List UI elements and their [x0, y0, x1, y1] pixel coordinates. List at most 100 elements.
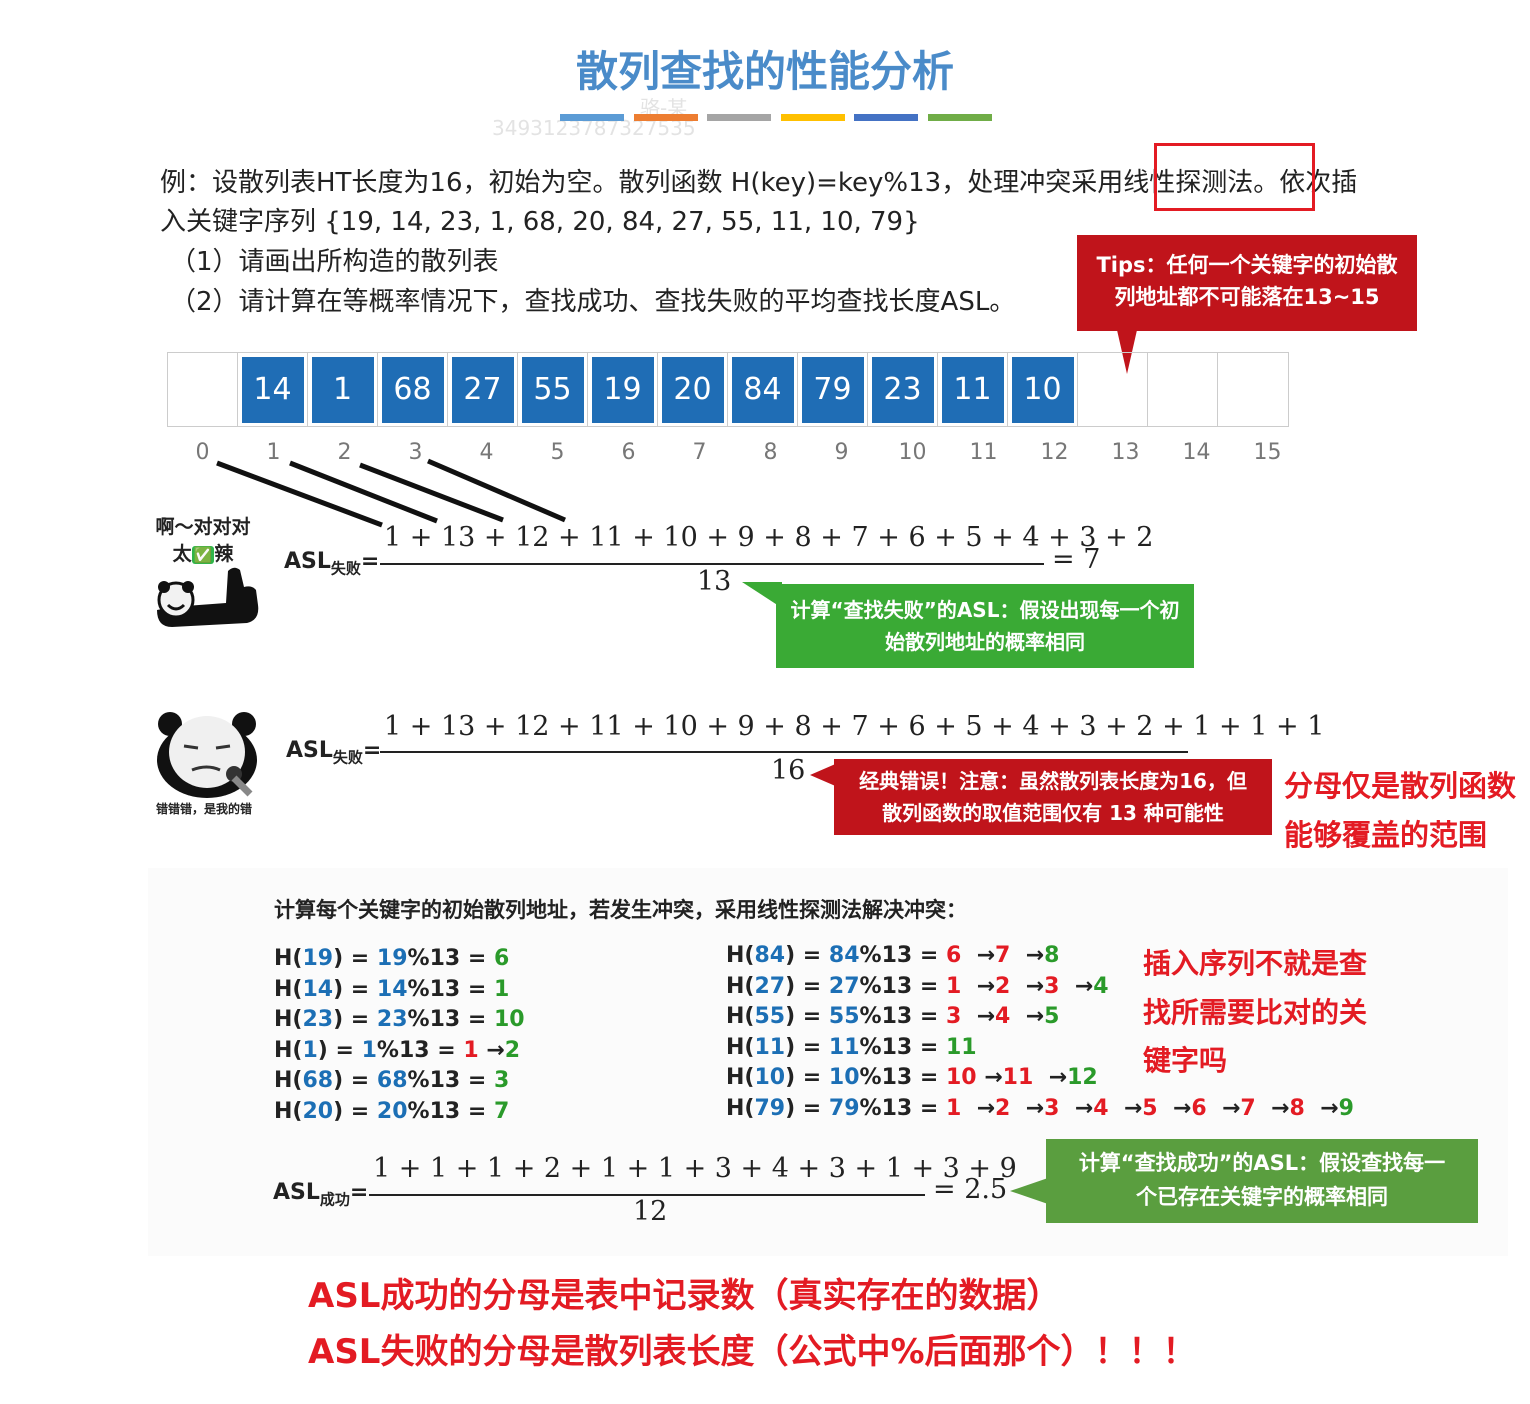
- hash-calc-segment: 27: [828, 973, 860, 999]
- hash-table-cell: 14: [238, 353, 308, 426]
- hash-calc-segment: →: [1010, 973, 1045, 999]
- hash-table-cell: 27: [448, 353, 518, 426]
- hash-calc-line: H(1) = 1%13 = 1 →2: [274, 1036, 525, 1067]
- hash-table-cell: 20: [658, 353, 728, 426]
- hash-calc-segment: ) =: [785, 1034, 829, 1060]
- hash-index: 13: [1111, 440, 1140, 465]
- check-icon: ✅: [191, 546, 215, 564]
- summary-note: ASL成功的分母是表中记录数（真实存在的数据） ASL失败的分母是散列表长度（公…: [308, 1268, 1197, 1380]
- tips-line-2: 列地址都不可能落在13~15: [1114, 285, 1380, 309]
- hash-calc-segment: 10: [828, 1065, 860, 1090]
- title-bar: [633, 114, 698, 121]
- hash-calc-segment: →: [961, 1095, 996, 1121]
- hash-calc-segment: %13 =: [407, 1007, 494, 1032]
- hash-calc-segment: %13 =: [859, 1034, 946, 1060]
- hash-calc-segment: %13 =: [407, 946, 494, 971]
- hash-calc-line: H(10) = 10%13 = 10 →11 →12: [726, 1063, 1354, 1094]
- note-line-3: 键字吗: [1143, 1044, 1228, 1077]
- title-bar: [927, 114, 992, 121]
- error-tip-pointer: [810, 762, 840, 788]
- hash-calc-segment: 55: [754, 1004, 786, 1029]
- hash-calc-segment: 20: [302, 1098, 334, 1124]
- hash-calc-segment: ) =: [333, 1007, 377, 1032]
- hash-calc-segment: 27: [754, 973, 786, 999]
- hash-calc-segment: →: [1010, 943, 1045, 968]
- denominator-note: 分母仅是散列函数 能够覆盖的范围: [1284, 762, 1516, 860]
- thumbs-up-panda-image: [157, 567, 259, 627]
- meme-1-line-2: 太✅辣: [148, 539, 258, 566]
- hash-calc-segment: H(: [726, 973, 755, 999]
- tip-line-1: 计算“查找失败”的ASL：假设出现每一个初: [790, 598, 1180, 622]
- asl-subscript: 成功: [319, 1190, 350, 1209]
- hash-calc-segment: 5: [1044, 1004, 1060, 1029]
- hash-calc-segment: →: [1033, 1065, 1068, 1090]
- hash-calc-segment: 2: [995, 973, 1011, 999]
- fraction-bar: [380, 751, 1188, 753]
- equals-sign: =: [360, 549, 380, 574]
- asl-text: ASL: [284, 549, 331, 574]
- asl-fail-2-numerator: 1 + 13 + 12 + 11 + 10 + 9 + 8 + 7 + 6 + …: [384, 711, 1325, 742]
- hash-calc-segment: 9: [1338, 1095, 1354, 1121]
- hash-table-cell: 79: [798, 353, 868, 426]
- asl-subscript: 失败: [330, 559, 361, 578]
- hash-calc-segment: →: [1255, 1095, 1290, 1121]
- hash-index: 9: [834, 440, 849, 465]
- hash-calc-line: H(55) = 55%13 = 3 →4 →5: [726, 1002, 1354, 1033]
- hash-calc-segment: →: [1157, 1095, 1192, 1121]
- cell-value: 10: [1011, 356, 1074, 423]
- summary-line-1: ASL成功的分母是表中记录数（真实存在的数据）: [308, 1276, 1061, 1316]
- asl-success-denominator: 12: [633, 1196, 668, 1227]
- hash-calc-segment: 19: [302, 946, 334, 971]
- hash-calc-segment: H(: [274, 1037, 303, 1063]
- hash-calc-segment: 6: [1191, 1095, 1207, 1121]
- hash-table-cell: 19: [588, 353, 658, 426]
- hash-calc-segment: 1: [463, 1037, 479, 1063]
- hash-calc-segment: H(: [274, 1098, 303, 1124]
- hash-calc-segment: ) =: [785, 943, 829, 968]
- hash-calc-line: H(84) = 84%13 = 6 →7 →8: [726, 941, 1354, 972]
- hash-calc-segment: 79: [828, 1095, 860, 1121]
- hash-calc-segment: ) =: [317, 1037, 362, 1063]
- note-line-1: 插入序列不就是查: [1143, 947, 1368, 980]
- asl-fail-1-result: = 7: [1052, 544, 1101, 575]
- hash-calc-segment: 2: [995, 1095, 1011, 1121]
- hash-table-cell: 55: [518, 353, 588, 426]
- hash-calc-segment: 11: [1002, 1065, 1034, 1090]
- hash-index: 3: [408, 440, 423, 465]
- hash-calc-segment: ) =: [785, 1004, 829, 1029]
- hash-calc-segment: 23: [302, 1007, 334, 1032]
- hash-calc-segment: %13 =: [376, 1037, 464, 1063]
- hash-index: 12: [1040, 440, 1069, 465]
- hash-calc-line: H(11) = 11%13 = 11: [726, 1033, 1354, 1064]
- asl-success-label: ASL成功=: [273, 1180, 368, 1209]
- hash-calc-segment: →: [1108, 1095, 1143, 1121]
- hash-calc-segment: ) =: [785, 973, 829, 999]
- asl-success-result: = 2.5: [933, 1174, 1008, 1205]
- hash-calc-segment: →: [1010, 1095, 1045, 1121]
- title-bar: [707, 114, 771, 121]
- hash-calc-segment: 55: [828, 1004, 860, 1029]
- insert-sequence-note: 插入序列不就是查 找所需要比对的关 键字吗: [1143, 940, 1367, 1086]
- hash-calc-segment: 7: [995, 943, 1011, 968]
- hash-index: 10: [898, 440, 927, 465]
- hash-calc-segment: 11: [828, 1034, 860, 1060]
- hash-calc-segment: 6: [945, 943, 962, 968]
- hash-calc-segment: %13 =: [859, 943, 946, 968]
- title-bar: [854, 114, 918, 121]
- hash-calc-segment: →: [976, 1065, 1003, 1090]
- equals-sign: =: [362, 738, 382, 763]
- hash-calc-segment: 14: [376, 976, 408, 1002]
- hash-calc-segment: 4: [995, 1004, 1011, 1029]
- question-line-1: 例：设散列表HT长度为16，初始为空。散列函数 H(key)=key%13，处理…: [160, 168, 1358, 198]
- hash-table-cell: [168, 353, 238, 426]
- asl-fail-1-denominator: 13: [697, 566, 732, 597]
- hash-calc-segment: →: [1206, 1095, 1241, 1121]
- hash-calc-segment: 68: [302, 1068, 334, 1093]
- hash-calc-line: H(19) = 19%13 = 6: [274, 944, 525, 975]
- success-tip-pointer: [1010, 1178, 1048, 1204]
- hash-calc-segment: 11: [754, 1034, 786, 1060]
